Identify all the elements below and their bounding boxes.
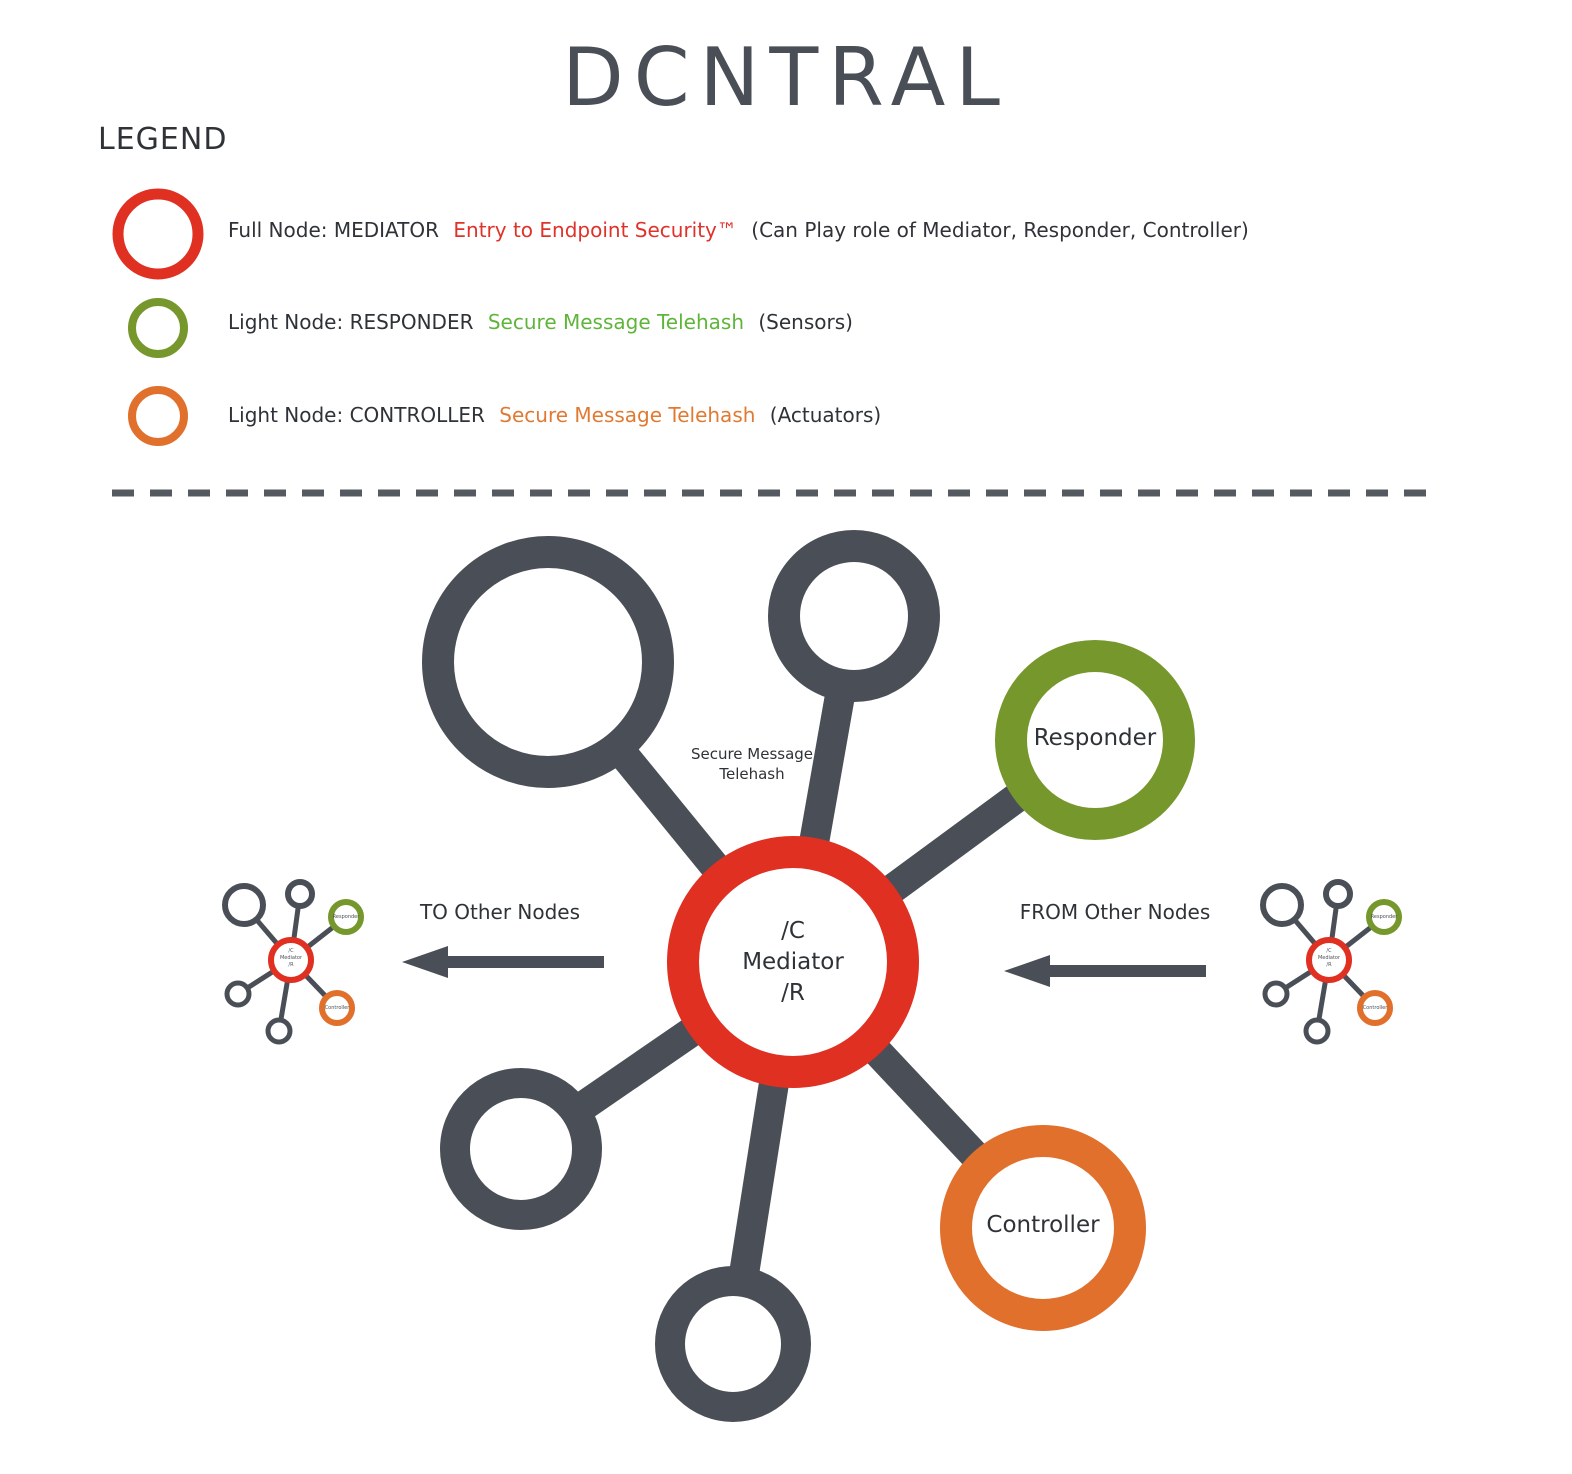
mediator-label-line2: Mediator — [742, 949, 844, 975]
legend-item-highlight: Entry to Endpoint Security™ — [453, 218, 737, 242]
legend-item-responder: Light Node: RESPONDER Secure Message Tel… — [228, 310, 861, 334]
mini-right-line1: /C — [1326, 948, 1332, 954]
mini-right-mediator-label: /C Mediator /R — [1309, 948, 1349, 969]
legend-controller-icon — [128, 386, 188, 446]
mini-left-mediator-label: /C Mediator /R — [271, 948, 311, 969]
mini-left-controller-label: Controller — [324, 1005, 350, 1011]
node-top — [768, 530, 940, 702]
legend-item-highlight: Secure Message Telehash — [487, 310, 745, 334]
legend-title: LEGEND — [98, 122, 228, 157]
mini-right-line3: /R — [1326, 962, 1332, 968]
node-controller — [940, 1125, 1146, 1331]
legend-item-mediator: Full Node: MEDIATOR Entry to Endpoint Se… — [228, 218, 1257, 242]
mini-right-line2: Mediator — [1317, 955, 1341, 961]
mini-left-line3: /R — [288, 962, 294, 968]
responder-label: Responder — [1033, 725, 1157, 751]
node-bottom — [655, 1266, 811, 1422]
link-label-line2: Telehash — [719, 765, 785, 783]
node-top-left — [422, 536, 674, 788]
mini-right-responder-label: Responder — [1370, 914, 1398, 920]
legend-item-suffix: (Actuators) — [769, 403, 882, 427]
mini-network-left — [222, 879, 364, 1045]
mini-left-line2: Mediator — [279, 955, 303, 961]
node-responder — [995, 640, 1195, 840]
from-other-nodes-label: FROM Other Nodes — [1019, 900, 1211, 924]
legend-item-prefix: Light Node: CONTROLLER — [228, 403, 485, 427]
to-other-nodes-label: TO Other Nodes — [419, 900, 581, 924]
legend-item-prefix: Light Node: RESPONDER — [228, 310, 474, 334]
legend-item-suffix: (Can Play role of Mediator, Responder, C… — [751, 218, 1249, 242]
mini-network-right — [1260, 879, 1402, 1045]
mini-left-responder-label: Responder — [332, 914, 360, 920]
link-label: Secure Message Telehash — [672, 744, 832, 784]
legend-item-prefix: Full Node: MEDIATOR — [228, 218, 440, 242]
arrow-from-other-nodes — [1004, 955, 1206, 987]
link-label-line1: Secure Message — [690, 745, 814, 763]
node-left — [440, 1068, 602, 1230]
arrow-to-other-nodes — [402, 946, 604, 978]
legend-item-highlight: Secure Message Telehash — [499, 403, 756, 427]
mediator-label-line3: /R — [781, 980, 805, 1006]
node-mediator — [667, 836, 919, 1088]
mediator-label-line1: /C — [781, 918, 805, 944]
legend-item-suffix: (Sensors) — [758, 310, 853, 334]
legend-mediator-icon — [112, 188, 204, 280]
controller-label: Controller — [986, 1212, 1100, 1238]
brand-logo: DCNTRAL — [562, 31, 1010, 124]
mediator-label: /C Mediator /R — [693, 916, 893, 1009]
mini-right-controller-label: Controller — [1362, 1005, 1388, 1011]
legend-responder-icon — [128, 298, 188, 358]
mini-left-line1: /C — [288, 948, 294, 954]
legend-item-controller: Light Node: CONTROLLER Secure Message Te… — [228, 403, 889, 427]
